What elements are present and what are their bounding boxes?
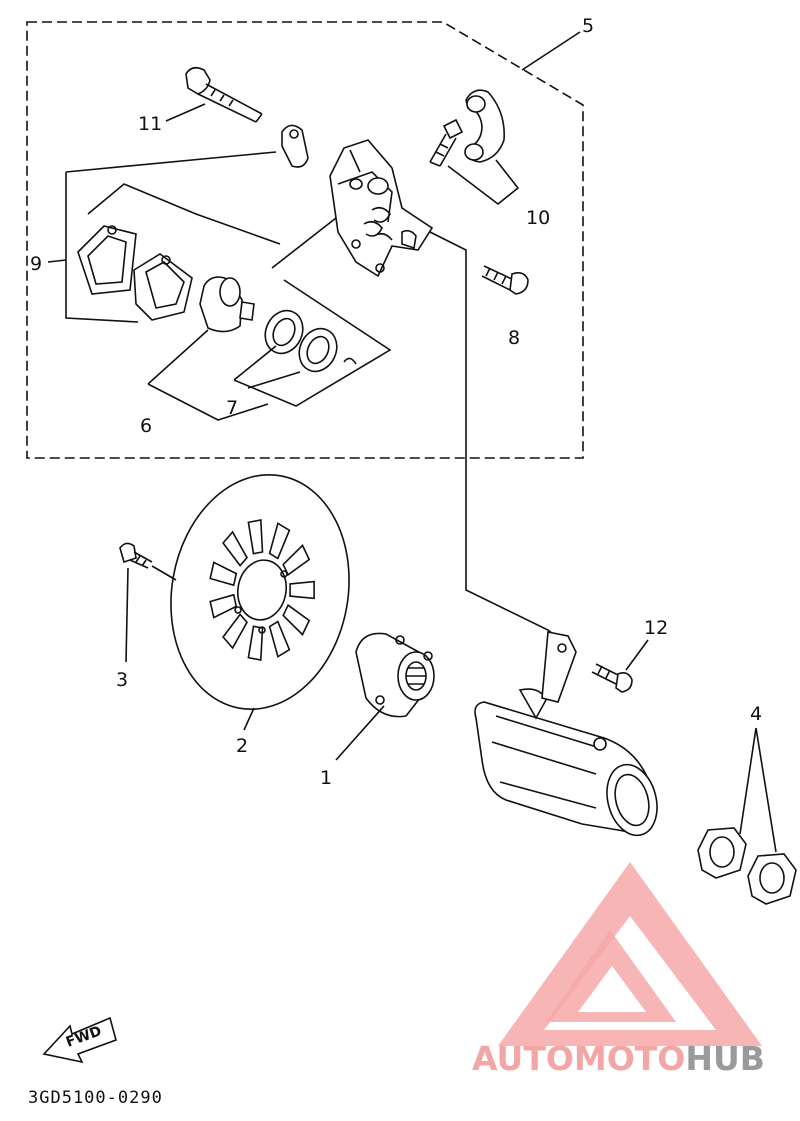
- leader-1: [335, 705, 385, 761]
- callout-8: 8: [508, 327, 520, 349]
- callout-2: 2: [236, 735, 248, 757]
- leader-11: [165, 103, 206, 122]
- drawing-code: 3GD5100-0290: [28, 1088, 163, 1108]
- piston-seal-a: [264, 309, 304, 355]
- hub-flange-1: [355, 632, 435, 718]
- nut-4b: [747, 853, 797, 905]
- watermark-text: AUTOMOTOHUB: [472, 1039, 765, 1078]
- pad-clip: [281, 124, 309, 168]
- leader-10: [447, 159, 520, 206]
- callout-12: 12: [644, 617, 668, 639]
- disc-slot: [268, 522, 291, 560]
- leader-9b: [87, 183, 281, 245]
- callout-5: 5: [582, 15, 594, 37]
- leader-3: [125, 567, 129, 663]
- piston-seal-b: [298, 327, 338, 373]
- callout-10: 10: [526, 207, 550, 229]
- callout-1: 1: [320, 767, 332, 789]
- callout-6: 6: [140, 415, 152, 437]
- disc-slot: [222, 530, 248, 567]
- mounting-bolt-8: [481, 265, 529, 295]
- retaining-ring: [343, 357, 357, 365]
- caliper-bracket-10: [464, 89, 505, 163]
- leader-2: [243, 707, 255, 731]
- disc-slot: [247, 625, 264, 661]
- master-cylinder: [474, 631, 658, 837]
- forward-direction-arrow: FWD: [42, 1016, 117, 1064]
- brake-pad-inner: [77, 225, 137, 295]
- leader-4: [739, 727, 777, 853]
- leader-5: [521, 31, 581, 71]
- brake-pad-outer: [133, 253, 193, 321]
- disc-slot: [209, 561, 238, 587]
- nut-4a: [697, 827, 747, 879]
- leader-6: [147, 329, 269, 421]
- disc-slot: [222, 613, 248, 650]
- disc-slot: [282, 603, 311, 636]
- bleed-screw: [429, 118, 464, 167]
- disc-screw-3: [119, 542, 153, 569]
- leader-9: [47, 151, 277, 323]
- leader-3b: [151, 565, 177, 581]
- disc-slot: [268, 620, 291, 658]
- caliper-piston: [199, 276, 255, 333]
- caliper-assembly-boundary: [26, 21, 584, 459]
- brake-disc-2: [170, 473, 350, 711]
- disc-slot: [289, 580, 315, 600]
- callout-9: 9: [30, 253, 42, 275]
- leader-body: [271, 217, 337, 269]
- caliper-body: [329, 139, 434, 278]
- brake-line: [429, 231, 567, 645]
- callout-11: 11: [138, 113, 162, 135]
- disc-slot: [209, 593, 238, 619]
- callout-3: 3: [116, 669, 128, 691]
- disc-slot: [247, 519, 264, 555]
- callout-4: 4: [750, 703, 762, 725]
- leader-7: [233, 279, 392, 407]
- watermark-logo: [498, 862, 762, 1046]
- bolt-12: [591, 663, 633, 693]
- leader-12: [625, 639, 649, 671]
- caliper-pin-bolt-11: [185, 66, 263, 123]
- callout-7: 7: [226, 397, 238, 419]
